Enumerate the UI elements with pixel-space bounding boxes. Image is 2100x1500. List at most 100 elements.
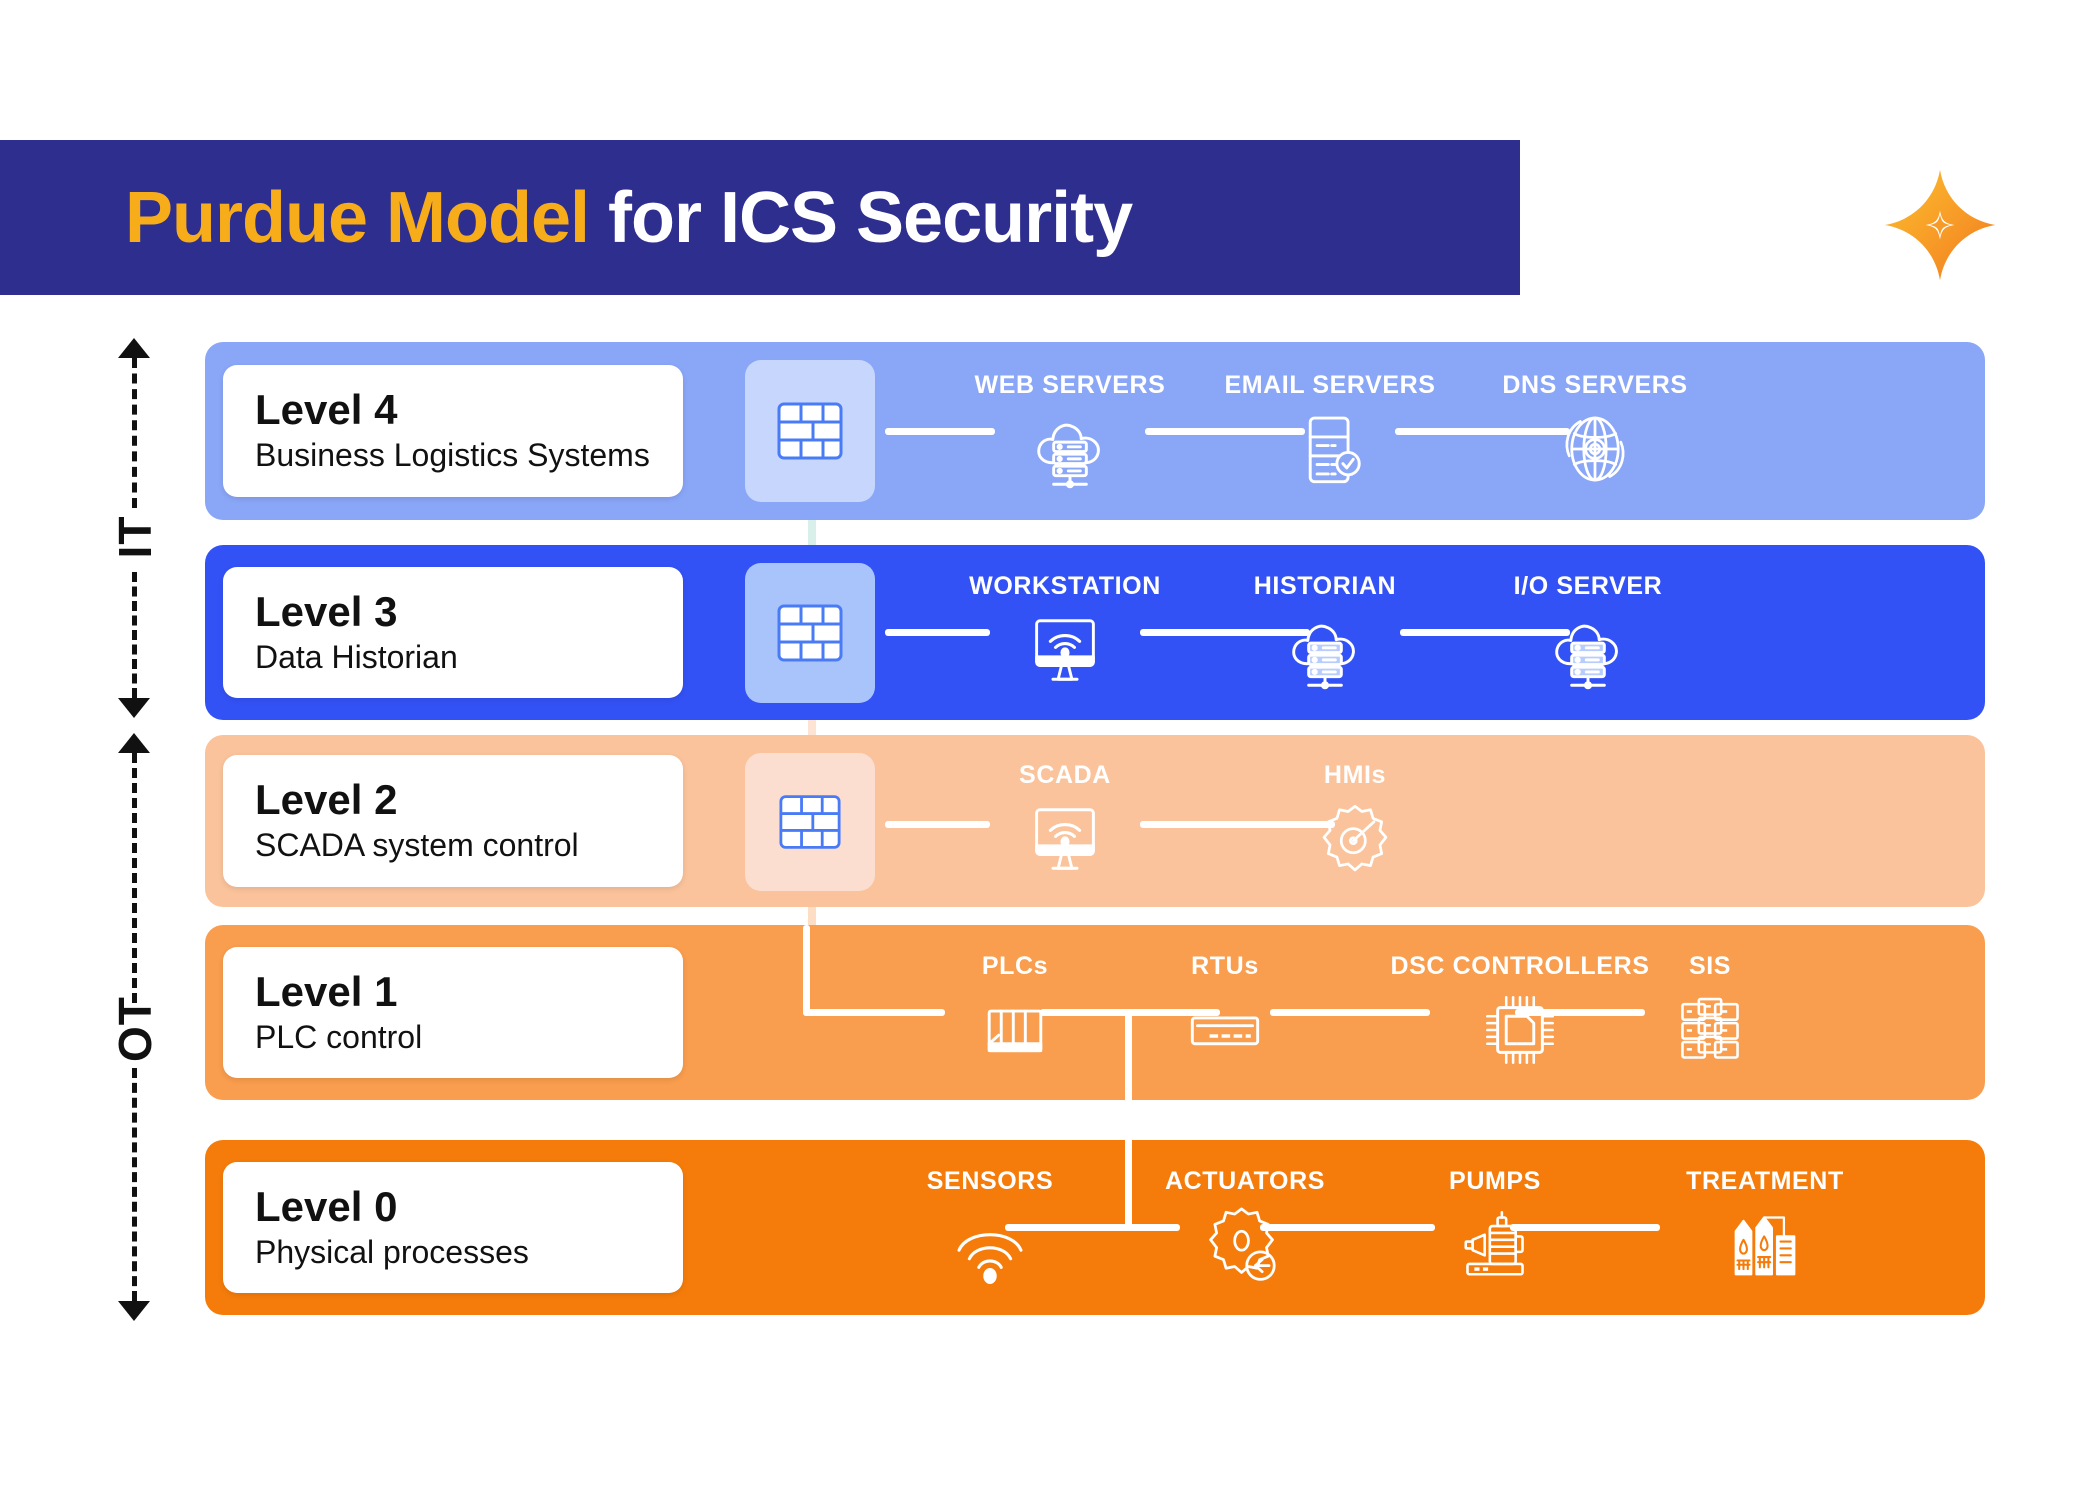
page-title-rest: for ICS Security	[589, 177, 1133, 258]
link-scada-to-hmis	[1140, 821, 1335, 828]
level-card-4[interactable]: Level 4 Business Logistics Systems	[223, 365, 683, 497]
device-treatment[interactable]: TREATMENT	[1650, 1140, 1880, 1315]
level-title-2: Level 2	[255, 776, 398, 824]
level-subtitle-2: SCADA system control	[255, 827, 579, 864]
device-email-servers[interactable]: EMAIL SERVERS	[1224, 342, 1435, 520]
device-dsc-controllers[interactable]: DSC CONTROLLERS	[1390, 925, 1650, 1100]
page-title-accent: Purdue Model	[125, 177, 590, 258]
device-sis[interactable]: SIS	[1635, 925, 1785, 1100]
level-band-0: Level 0 Physical processes SENSORS	[205, 1124, 1985, 1315]
device-rail-4: WEB SERVERS	[885, 342, 1975, 520]
device-label-plcs: PLCs	[981, 952, 1049, 980]
firewall-brick-icon	[777, 402, 843, 460]
device-rail-0: SENSORS ACTUATORS	[895, 1124, 1975, 1315]
trunk-l4-l3	[808, 500, 816, 560]
axis-label-it: IT	[109, 515, 161, 559]
it-axis-line-lower	[132, 572, 137, 698]
level-title-3: Level 3	[255, 587, 398, 635]
gear-gauge-icon	[1322, 804, 1388, 871]
cloud-server-icon	[1555, 624, 1618, 690]
level-card-3[interactable]: Level 3 Data Historian	[223, 566, 683, 699]
device-rail-2: SCADA HMIs	[885, 735, 1975, 907]
level-title-4: Level 4	[255, 386, 398, 434]
link-workstation-to-historian	[1140, 629, 1310, 636]
trunk-bend-horizontal-l1	[803, 1009, 913, 1016]
monitor-wifi-icon	[1035, 807, 1095, 870]
device-scada[interactable]: SCADA	[990, 735, 1140, 907]
ot-axis-line-upper	[132, 753, 137, 1003]
level-subtitle-3: Data Historian	[255, 638, 458, 675]
device-label-sis: SIS	[1688, 952, 1732, 980]
device-label-web-servers: WEB SERVERS	[974, 370, 1166, 399]
level-band-1: Level 1 PLC control PLCs	[205, 925, 1985, 1139]
level-subtitle-1: PLC control	[255, 1018, 423, 1055]
ot-axis-line-lower	[132, 1068, 137, 1301]
email-server-icon	[1308, 416, 1361, 483]
device-label-dsc-controllers: DSC CONTROLLERS	[1390, 952, 1650, 980]
it-axis-line-upper	[132, 358, 137, 508]
level-title-1: Level 1	[255, 967, 398, 1015]
globe-gear-icon	[1565, 416, 1625, 481]
device-label-sensors: SENSORS	[926, 1167, 1054, 1195]
device-label-workstation: WORKSTATION	[969, 572, 1161, 600]
device-workstation[interactable]: WORKSTATION	[969, 545, 1160, 720]
device-rail-3: WORKSTATION HISTORIAN	[885, 545, 1975, 720]
device-pumps[interactable]: PUMPS	[1420, 1140, 1570, 1315]
device-label-treatment: TREATMENT	[1686, 1167, 1844, 1195]
device-dns-servers[interactable]: DNS SERVERS	[1502, 342, 1687, 520]
link-fw-to-scada	[885, 821, 990, 828]
trunk-l2-l1	[808, 895, 816, 945]
page-title: Purdue Model for ICS Security	[125, 177, 1133, 259]
link-rtu-to-dsc	[1270, 1009, 1430, 1016]
monitor-wifi-icon	[1035, 619, 1095, 681]
device-io-server[interactable]: I/O SERVER	[1513, 545, 1663, 720]
level-card-0[interactable]: Level 0 Physical processes	[223, 1161, 683, 1294]
device-plcs[interactable]: PLCs	[940, 925, 1090, 1100]
sensor-wave-icon	[957, 1233, 1023, 1284]
plc-rack-icon	[987, 1009, 1043, 1053]
link-web-to-email	[1145, 428, 1305, 435]
it-arrow-up-icon	[118, 338, 150, 358]
link-sensors-to-actuators	[1005, 1224, 1180, 1231]
cloud-server-icon	[1292, 624, 1355, 690]
firewall-box-2[interactable]	[745, 753, 875, 891]
link-fw-to-web	[885, 428, 995, 435]
level-band-4: Level 4 Business Logistics Systems WEB S…	[205, 342, 1985, 520]
device-label-actuators: ACTUATORS	[1164, 1167, 1326, 1195]
device-hmis[interactable]: HMIs	[1280, 735, 1430, 907]
level-card-2[interactable]: Level 2 SCADA system control	[223, 755, 683, 887]
rtu-unit-icon	[1190, 1016, 1260, 1046]
firewall-brick-icon	[777, 604, 843, 662]
gear-arrow-icon	[1209, 1207, 1276, 1281]
firewall-box-4[interactable]	[745, 360, 875, 502]
link-fw-to-workstation	[885, 629, 990, 636]
device-web-servers[interactable]: WEB SERVERS	[975, 342, 1165, 520]
cpu-chip-icon	[1486, 996, 1554, 1064]
device-rtus[interactable]: RTUs	[1150, 925, 1300, 1100]
device-historian[interactable]: HISTORIAN	[1250, 545, 1400, 720]
trunk-bend-vertical-l1	[803, 925, 810, 1013]
stacked-modules-icon	[1681, 997, 1739, 1059]
four-point-star-icon	[1880, 165, 2000, 285]
device-label-dns-servers: DNS SERVERS	[1502, 370, 1688, 399]
link-historian-to-ioserver	[1400, 629, 1570, 636]
ot-arrow-up-icon	[118, 733, 150, 753]
link-dsc-to-sis	[1515, 1009, 1645, 1016]
level-card-1[interactable]: Level 1 PLC control	[223, 946, 683, 1079]
link-l1-down-to-l0	[1125, 1009, 1132, 1139]
ot-arrow-down-icon	[118, 1301, 150, 1321]
device-label-rtus: RTUs	[1191, 952, 1259, 980]
device-sensors[interactable]: SENSORS	[915, 1140, 1065, 1315]
device-rail-1: PLCs RTUs	[895, 925, 1975, 1139]
device-label-io-server: I/O SERVER	[1513, 572, 1663, 600]
axis-label-ot: OT	[109, 996, 161, 1062]
firewall-box-3[interactable]	[745, 563, 875, 703]
firewall-brick-icon	[779, 795, 841, 849]
pump-motor-icon	[1464, 1211, 1524, 1276]
device-actuators[interactable]: ACTUATORS	[1165, 1140, 1324, 1315]
header-bar: Purdue Model for ICS Security	[0, 140, 1520, 295]
device-label-email-servers: EMAIL SERVERS	[1224, 370, 1436, 399]
treatment-plant-icon	[1734, 1216, 1796, 1276]
device-label-pumps: PUMPS	[1449, 1167, 1541, 1195]
